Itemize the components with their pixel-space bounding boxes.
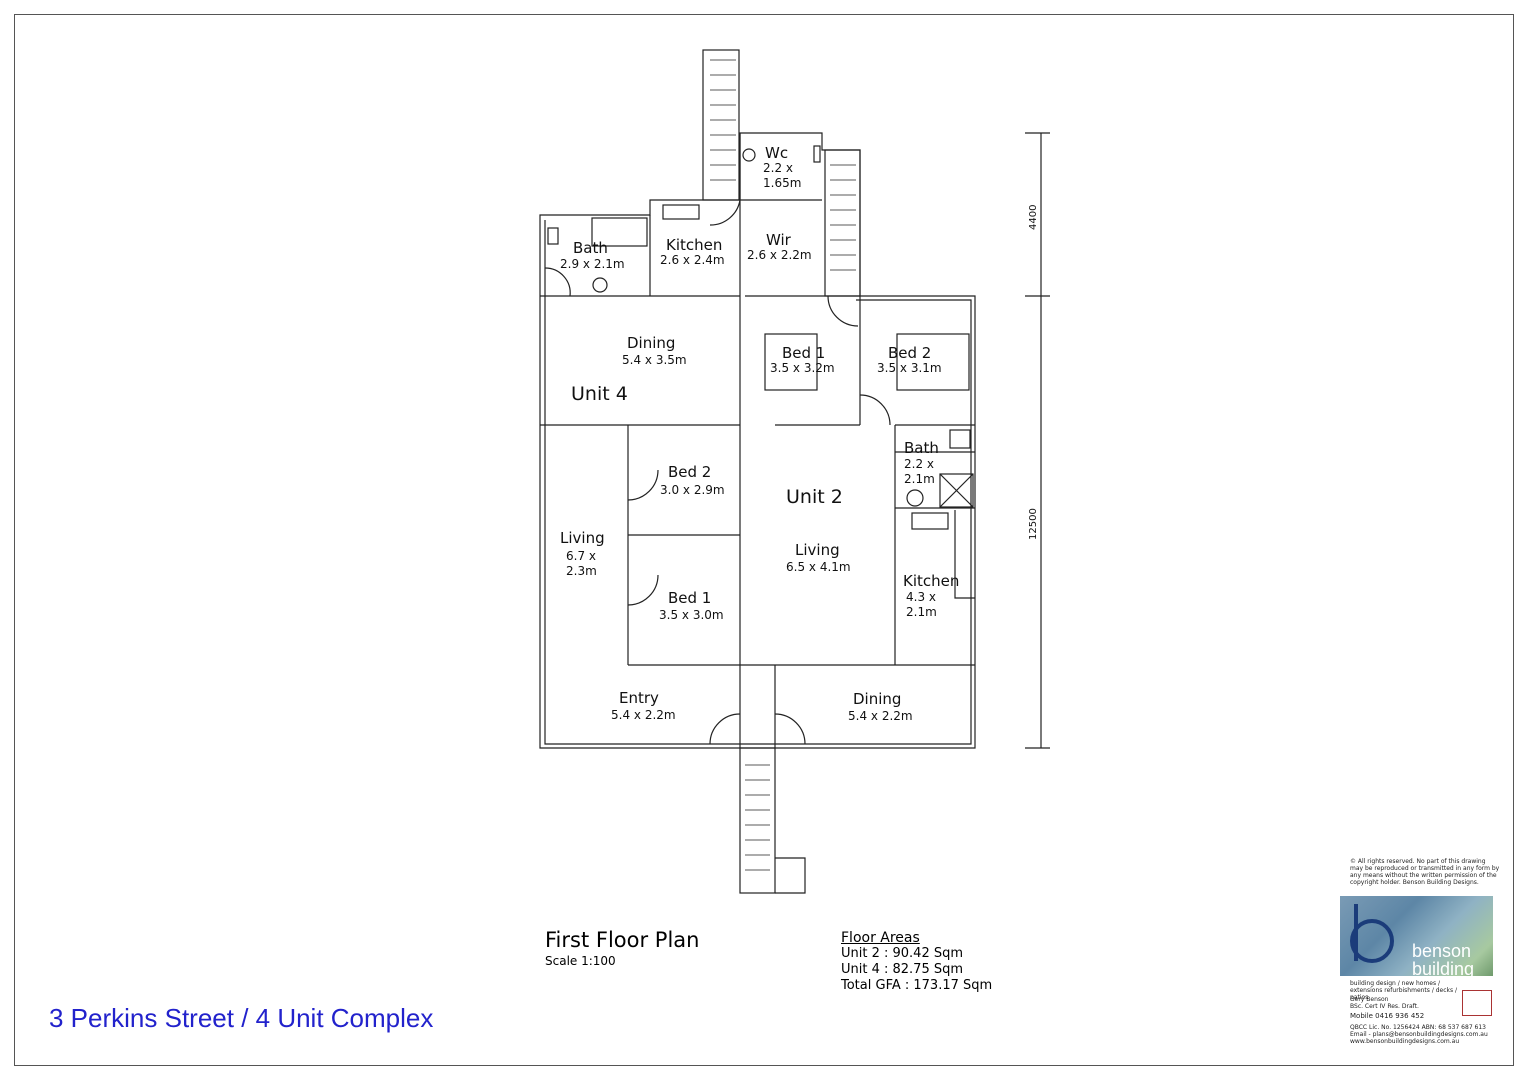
dimension-lower: 12500 <box>1028 508 1039 540</box>
room-name: Living <box>795 541 840 559</box>
logo-text: benson building designs <box>1412 942 1474 996</box>
mobile-number: Mobile 0416 936 452 <box>1350 1012 1425 1020</box>
room-name: Living <box>560 529 605 547</box>
licence-number: QBCC Lic. No. 1256424 ABN: 68 537 687 61… <box>1350 1024 1486 1031</box>
wc-toilet <box>813 145 821 163</box>
title-block: First Floor Plan Scale 1:100 <box>545 928 699 968</box>
room-size: 5.4 x 3.5m <box>622 353 687 367</box>
room-name: Wir <box>766 231 792 249</box>
stair-bottom <box>739 747 776 894</box>
room-name: Kitchen <box>903 572 959 590</box>
shower <box>939 473 974 508</box>
project-address: 3 Perkins Street / 4 Unit Complex <box>49 1003 434 1033</box>
plan-title: First Floor Plan <box>545 928 700 952</box>
door-swing <box>627 574 659 606</box>
room-size: 5.4 x 2.2m <box>848 709 913 723</box>
room-size: 3.5 x 3.1m <box>877 361 942 375</box>
logo-line: benson <box>1412 941 1472 961</box>
door-swing <box>827 295 859 327</box>
door-swing <box>709 199 741 226</box>
company-block: © All rights reserved. No part of this d… <box>1340 858 1500 1045</box>
association-badge-icon <box>1462 990 1492 1016</box>
room-name: Entry <box>619 689 659 707</box>
room-size: 5.4 x 2.2m <box>611 708 676 722</box>
bed <box>896 333 970 391</box>
room-size: 2.3m <box>566 564 597 578</box>
room-size: 3.0 x 2.9m <box>660 483 725 497</box>
room-name: Bath <box>573 239 608 257</box>
room-name: Bed 1 <box>782 344 825 362</box>
room-size: 2.6 x 2.4m <box>660 253 725 267</box>
kitchen-stove <box>911 512 949 530</box>
wc-basin <box>742 148 756 162</box>
drawing-frame <box>14 14 1514 1066</box>
stair-top <box>702 49 740 201</box>
floor-area-unit4: Unit 4 : 82.75 Sqm <box>841 962 964 977</box>
room-size: 2.9 x 2.1m <box>560 257 625 271</box>
logo-line: designs <box>1412 977 1475 997</box>
unit-2-label: Unit 2 <box>786 486 843 508</box>
stair-landing <box>775 857 806 894</box>
room-name: Bed 2 <box>668 463 711 481</box>
plan-scale: Scale 1:100 <box>545 954 616 968</box>
room-size: 4.3 x <box>906 590 936 604</box>
designer-credentials: BSc. Cert IV Res. Draft. <box>1350 1003 1419 1010</box>
room-size: 3.5 x 3.2m <box>770 361 835 375</box>
licence-block: QBCC Lic. No. 1256424 ABN: 68 537 687 61… <box>1350 1024 1500 1045</box>
floor-area-total: Total GFA : 173.17 Sqm <box>841 978 993 993</box>
room-size: 2.6 x 2.2m <box>747 248 812 262</box>
room-size: 6.7 x <box>566 549 596 563</box>
copyright-notice: © All rights reserved. No part of this d… <box>1350 858 1500 886</box>
door-swing <box>627 469 659 501</box>
room-size: 6.5 x 4.1m <box>786 560 851 574</box>
door-swing <box>544 267 571 297</box>
basin <box>592 277 608 293</box>
bath-basin <box>906 489 924 507</box>
room-size: 2.2 x <box>763 161 793 175</box>
toilet <box>547 227 559 245</box>
room-name: Bed 2 <box>888 344 931 362</box>
logo-line: building <box>1412 959 1475 979</box>
unit-4-label: Unit 4 <box>571 383 628 405</box>
company-logo: benson building designs <box>1340 896 1493 996</box>
room-size: 3.5 x 3.0m <box>659 608 724 622</box>
room-name: Dining <box>853 690 901 708</box>
room-size: 1.65m <box>763 176 801 190</box>
sink <box>949 429 971 449</box>
bed <box>764 333 818 391</box>
door-swing <box>709 713 741 745</box>
bathtub <box>591 217 648 247</box>
room-name: Dining <box>627 334 675 352</box>
room-name: Wc <box>765 144 788 162</box>
outer-wall <box>539 132 976 749</box>
floor-areas: Floor Areas Unit 2 : 90.42 Sqm Unit 4 : … <box>841 930 992 994</box>
room-name: Kitchen <box>666 236 722 254</box>
room-size: 2.2 x <box>904 457 934 471</box>
room-name: Bed 1 <box>668 589 711 607</box>
website: www.bensonbuildingdesigns.com.au <box>1350 1038 1460 1045</box>
logo-monogram-icon <box>1350 904 1394 963</box>
door-swing <box>774 713 806 745</box>
door-swing <box>859 394 891 426</box>
room-size: 2.1m <box>904 472 935 486</box>
company-tagline: building design / new homes / extensions… <box>1350 980 1458 1001</box>
stair-right <box>824 149 861 297</box>
email-address: Email - plans@bensonbuildingdesigns.com.… <box>1350 1031 1488 1038</box>
inner-wall-outline <box>544 220 972 745</box>
floor-areas-heading: Floor Areas <box>841 930 920 946</box>
designer-info: Gery Benson BSc. Cert IV Res. Draft. <box>1350 996 1450 1010</box>
dimension-upper: 4400 <box>1028 205 1039 230</box>
stove <box>662 204 700 220</box>
designer-name: Gery Benson <box>1350 996 1389 1003</box>
room-name: Bath <box>904 439 939 457</box>
kitchen-bench <box>954 510 975 599</box>
room-size: 2.1m <box>906 605 937 619</box>
floor-area-unit2: Unit 2 : 90.42 Sqm <box>841 946 964 961</box>
